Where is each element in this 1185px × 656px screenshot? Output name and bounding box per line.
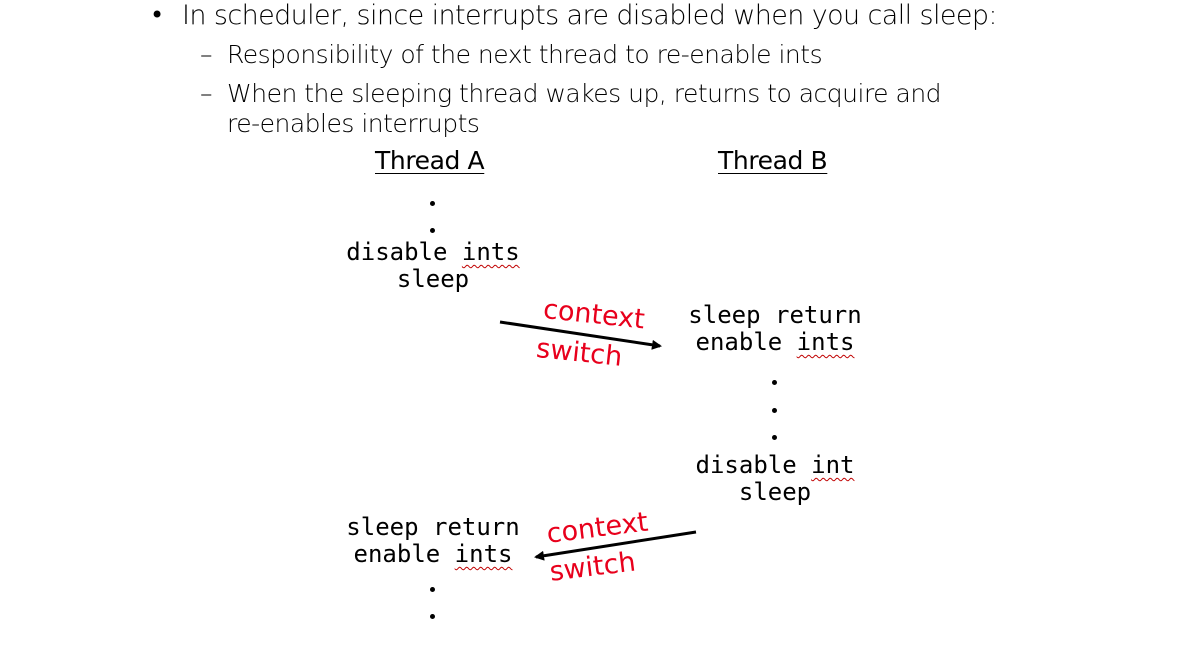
thread-a-disable-ints: disable ints [313,238,553,266]
code-keyword: ints [796,328,855,356]
thread-a-sleep-return: sleep return [346,513,520,541]
thread-a-sleep: sleep [396,265,470,293]
ellipsis-dot [430,614,435,619]
thread-b-sleep: sleep [738,478,812,506]
ellipsis-dot [430,201,435,206]
code-keyword: int [811,451,855,479]
ellipsis-dot [430,587,435,592]
sub-bullet-1: Responsibility of the next thread to re-… [227,40,823,69]
thread-b-disable-int: disable int [655,451,895,479]
thread-b-header: Thread B [718,146,828,175]
sub-bullet-2-line-1: When the sleeping thread wakes up, retur… [227,79,942,108]
code-keyword: disable [695,451,797,479]
code-keyword: disable [346,238,448,266]
thread-b-enable-ints: enable ints [655,328,895,356]
bullet-marker: • [150,1,164,29]
code-keyword: ints [461,238,520,266]
ellipsis-dot [772,435,777,440]
thread-a-enable-ints: enable ints [313,540,553,568]
sub-bullet-marker: – [200,40,213,69]
ellipsis-dot [430,228,435,233]
ellipsis-dot [772,408,777,413]
sub-bullet-2-line-2: re-enables interrupts [227,109,480,138]
code-keyword: ints [454,540,513,568]
thread-b-sleep-return: sleep return [688,301,862,329]
ellipsis-dot [772,380,777,385]
thread-a-header: Thread A [375,146,485,175]
sub-bullet-marker: – [200,79,213,108]
code-keyword: enable [353,540,441,568]
context-switch-2-arrow [534,530,697,561]
context-switch-1-arrow [499,320,662,350]
main-bullet-text: In scheduler, since interrupts are disab… [182,0,998,31]
code-keyword: enable [695,328,783,356]
